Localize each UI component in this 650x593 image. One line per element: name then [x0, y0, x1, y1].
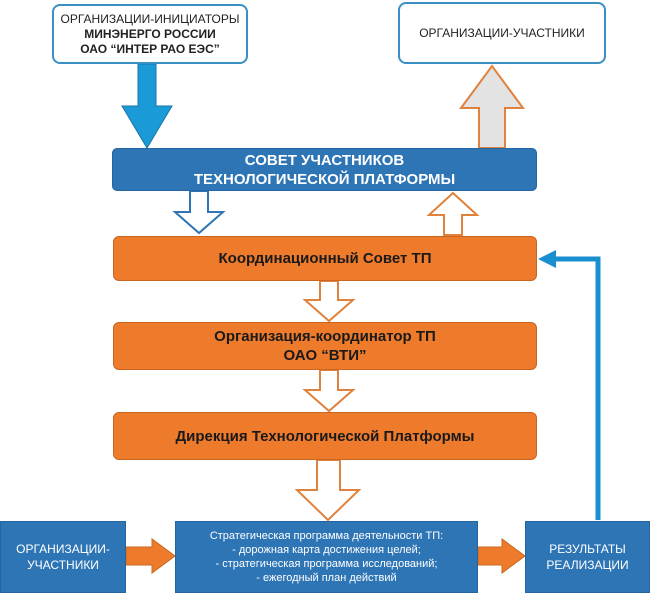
- participants-bottom-line1: ОРГАНИЗАЦИИ-: [16, 542, 110, 556]
- program-title: Стратегическая программа деятельности ТП…: [209, 530, 444, 542]
- coordinator-to-directorate-arrow: [302, 369, 356, 413]
- council-line2: ТЕХНОЛОГИЧЕСКОЙ ПЛАТФОРМЫ: [193, 170, 456, 188]
- initiators-title: ОРГАНИЗАЦИИ-ИНИЦИАТОРЫ: [60, 11, 240, 26]
- initiators-company: ОАО “ИНТЕР РАО ЕЭС”: [80, 41, 220, 56]
- results-line1: РЕЗУЛЬТАТЫ: [549, 542, 626, 556]
- participants-bottom-line2: УЧАСТНИКИ: [27, 558, 99, 572]
- council-to-coordination-arrow: [172, 190, 226, 235]
- program-to-results-arrow: [477, 538, 526, 574]
- initiators-to-council-arrow: [121, 63, 173, 149]
- council-to-participants-arrow: [459, 64, 525, 149]
- coordination-to-council-arrow: [426, 191, 480, 236]
- coordinator-box: Организация-координатор ТП ОАО “ВТИ”: [113, 322, 537, 370]
- directorate-box: Дирекция Технологической Платформы: [113, 412, 537, 460]
- participants-to-program-arrow: [125, 538, 176, 574]
- coordination-council-box: Координационный Совет ТП: [113, 236, 537, 281]
- coordination-council-label: Координационный Совет ТП: [218, 250, 432, 267]
- coordination-to-coordinator-arrow: [302, 280, 356, 323]
- council-box: СОВЕТ УЧАСТНИКОВ ТЕХНОЛОГИЧЕСКОЙ ПЛАТФОР…: [112, 148, 537, 191]
- program-item: - стратегическая программа исследований;: [215, 558, 438, 570]
- results-line2: РЕАЛИЗАЦИИ: [546, 558, 629, 572]
- feedback-arrowhead: [538, 250, 556, 268]
- participants-top-box: ОРГАНИЗАЦИИ-УЧАСТНИКИ: [398, 2, 606, 64]
- program-item: - дорожная карта достижения целей;: [232, 544, 421, 556]
- coordinator-line2: ОАО “ВТИ”: [283, 347, 367, 364]
- program-item: - ежегодный план действий: [256, 572, 397, 584]
- initiators-box: ОРГАНИЗАЦИИ-ИНИЦИАТОРЫ МИНЭНЕРГО РОССИИ …: [52, 4, 248, 64]
- directorate-to-program-arrow: [294, 459, 362, 522]
- coordinator-line1: Организация-координатор ТП: [214, 328, 436, 345]
- participants-top-label: ОРГАНИЗАЦИИ-УЧАСТНИКИ: [419, 26, 585, 40]
- participants-bottom-box: ОРГАНИЗАЦИИ- УЧАСТНИКИ: [0, 521, 126, 593]
- program-box: Стратегическая программа деятельности ТП…: [175, 521, 478, 593]
- results-box: РЕЗУЛЬТАТЫ РЕАЛИЗАЦИИ: [525, 521, 650, 593]
- initiators-ministry: МИНЭНЕРГО РОССИИ: [84, 26, 216, 41]
- directorate-label: Дирекция Технологической Платформы: [175, 427, 475, 445]
- council-line1: СОВЕТ УЧАСТНИКОВ: [244, 151, 405, 169]
- feedback-line: [555, 256, 601, 520]
